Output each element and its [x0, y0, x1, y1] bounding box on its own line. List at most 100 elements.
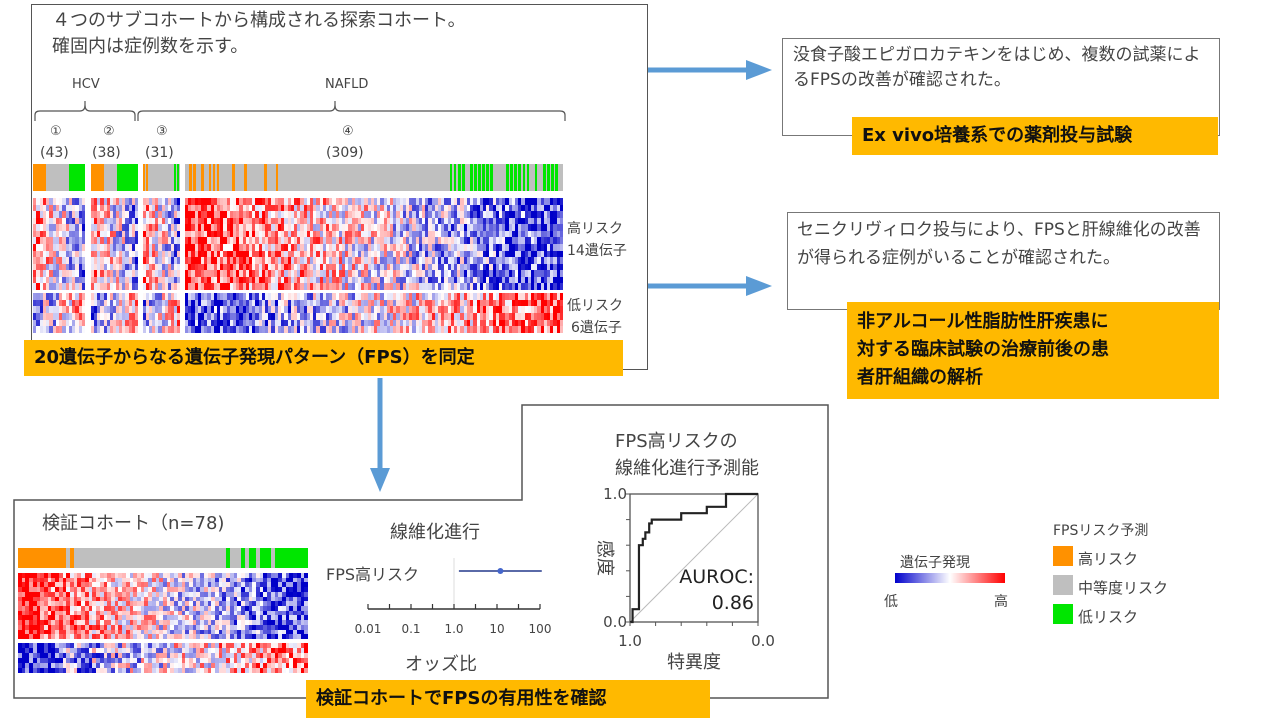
heatmap-cell	[146, 204, 150, 212]
heatmap-cell	[42, 299, 47, 307]
heatmap-cell	[128, 293, 133, 300]
heatmap-cell	[201, 198, 205, 205]
heatmap-cell	[173, 224, 178, 232]
heatmap-cell	[185, 257, 189, 264]
heatmap-cell	[158, 270, 162, 278]
heatmap-cell	[167, 257, 172, 264]
heatmap-cell	[204, 283, 208, 291]
heatmap-cell	[122, 230, 126, 238]
heatmap-cell	[91, 293, 95, 300]
heatmap-cell	[143, 263, 147, 271]
heatmap-cell	[128, 217, 133, 225]
heatmap-cell	[197, 299, 202, 307]
heatmap-cell	[207, 326, 211, 334]
heatmap-cell	[55, 263, 60, 271]
heatmap-cell	[46, 276, 50, 284]
heatmap-cell	[75, 326, 79, 334]
heatmap-cell	[65, 237, 70, 245]
heatmap-cell	[164, 204, 168, 212]
heatmap-cell	[194, 263, 199, 271]
heatmap-cell	[49, 319, 53, 327]
heatmap-cell	[217, 211, 221, 218]
heatmap-cell	[65, 293, 70, 300]
heatmap-cell	[49, 224, 53, 232]
heatmap-cell	[72, 263, 76, 271]
heatmap-cell	[229, 263, 234, 271]
heatmap-cell	[226, 306, 231, 314]
heatmap-cell	[155, 299, 159, 307]
heatmap-cell	[78, 283, 83, 291]
heatmap-cell	[52, 319, 57, 327]
heatmap-cell	[81, 217, 86, 225]
heatmap-cell	[49, 270, 53, 278]
heatmap-cell	[188, 276, 192, 284]
heatmap-cell	[128, 211, 133, 218]
subcohort-3-count: (31)	[145, 145, 174, 161]
heatmap-cell	[176, 313, 181, 320]
risk-bar-stripe	[542, 164, 546, 191]
heatmap-cell	[42, 319, 47, 327]
heatmap-cell	[65, 244, 70, 251]
heatmap-cell	[191, 198, 195, 205]
heatmap-cell	[68, 211, 73, 218]
heatmap-cell	[213, 270, 218, 278]
heatmap-cell	[97, 244, 101, 251]
heatmap-cell	[164, 217, 168, 225]
heatmap-cell	[55, 313, 60, 320]
heatmap-cell	[152, 211, 156, 218]
heatmap-cell	[223, 319, 227, 327]
heatmap-cell	[146, 313, 150, 320]
heatmap-cell	[97, 230, 101, 238]
heatmap-cell	[59, 211, 63, 218]
heatmap-cell	[68, 313, 73, 320]
heatmap-cell	[188, 319, 192, 327]
heatmap-cell	[173, 306, 178, 314]
heatmap-cell	[185, 299, 189, 307]
auroc-value: 0.86	[712, 592, 754, 614]
heatmap-cell	[176, 198, 181, 205]
heatmap-cell	[201, 230, 205, 238]
heatmap-cell	[213, 250, 218, 258]
heatmap-cell	[106, 198, 111, 205]
heatmap-cell	[42, 237, 47, 245]
heatmap-cell	[36, 293, 40, 300]
heatmap-cell	[197, 230, 202, 238]
heatmap-cell	[210, 244, 215, 251]
heatmap-cell	[161, 293, 165, 300]
heatmap-cell	[49, 211, 53, 218]
heatmap-cell	[49, 257, 53, 264]
heatmap-cell	[112, 270, 117, 278]
heatmap-cell	[46, 283, 50, 291]
heatmap-cell	[201, 293, 205, 300]
heatmap-cell	[146, 237, 150, 245]
heatmap-cell	[81, 326, 86, 334]
heatmap-cell	[122, 244, 126, 251]
heatmap-cell	[158, 299, 162, 307]
heatmap-cell	[46, 293, 50, 300]
heatmap-cell	[122, 224, 126, 232]
heatmap-cell	[52, 299, 57, 307]
heatmap-cell	[81, 224, 86, 232]
heatmap-cell	[229, 244, 234, 251]
heatmap-cell	[81, 198, 86, 205]
heatmap-cell	[103, 283, 107, 291]
heatmap-cell	[59, 230, 63, 238]
heatmap-cell	[131, 244, 136, 251]
risk-bar-stripe	[534, 164, 538, 191]
heatmap-cell	[125, 230, 129, 238]
heatmap-cell	[229, 313, 234, 320]
heatmap-cell	[106, 204, 111, 212]
heatmap-cell	[155, 224, 159, 232]
heatmap-cell	[143, 211, 147, 218]
heatmap-cell	[46, 263, 50, 271]
heatmap-cell	[194, 250, 199, 258]
risk-bar-segment	[33, 164, 46, 191]
heatmap-cell	[52, 237, 57, 245]
heatmap-cell	[149, 283, 153, 291]
heatmap-cell	[197, 250, 202, 258]
heatmap-cell	[191, 224, 195, 232]
heatmap-cell	[125, 250, 129, 258]
heatmap-cell	[59, 224, 63, 232]
heatmap-cell	[42, 217, 47, 225]
heatmap-cell	[173, 211, 178, 218]
